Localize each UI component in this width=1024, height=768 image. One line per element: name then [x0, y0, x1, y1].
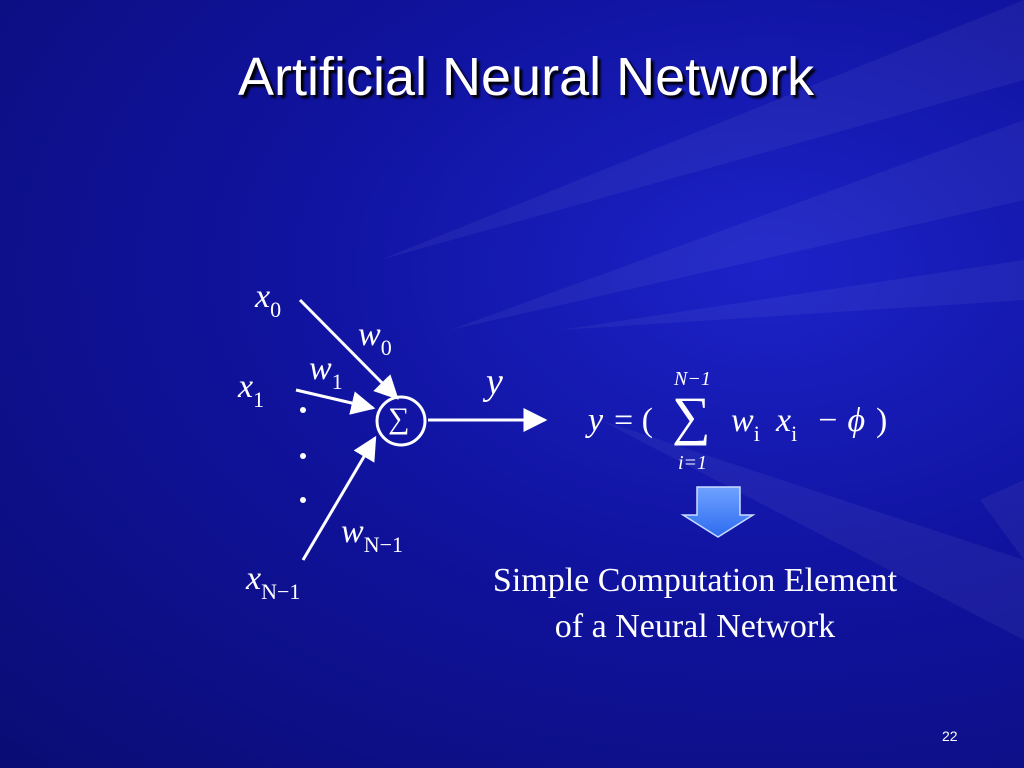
- input-edge-n: [301, 435, 377, 561]
- formula-x-sub: i: [791, 421, 798, 446]
- formula-lhs: y: [588, 402, 604, 439]
- input-x1-base: x: [238, 368, 254, 405]
- summation-symbol: ∑: [388, 402, 410, 435]
- weight-w0-sub: 0: [380, 335, 392, 360]
- weight-wn-sub: N−1: [363, 532, 403, 557]
- page-number: 22: [942, 728, 958, 744]
- ellipsis-dot: [300, 497, 306, 503]
- weight-wn: wN−1: [341, 513, 403, 557]
- weight-wn-base: w: [341, 513, 364, 550]
- weight-w1-sub: 1: [331, 369, 343, 394]
- input-edge-0: [298, 298, 399, 400]
- formula-minus-phi: − ϕ: [816, 402, 866, 439]
- input-xn: xN−1: [246, 560, 300, 604]
- input-x0-base: x: [255, 278, 271, 315]
- caption-line-2: of a Neural Network: [554, 608, 836, 645]
- weight-w0: w0: [358, 316, 392, 360]
- caption: Simple Computation Element of a Neural N…: [440, 558, 950, 650]
- output-label: y: [486, 361, 503, 403]
- formula-upper-limit: N−1: [674, 368, 711, 390]
- formula-equals-open: = (: [614, 402, 653, 439]
- ellipsis-dot: [300, 453, 306, 459]
- formula-term-w: wi: [731, 402, 760, 446]
- input-x0-sub: 0: [270, 297, 282, 322]
- weight-w1: w1: [309, 350, 343, 394]
- summation-node: [375, 395, 427, 447]
- input-x0: x0: [255, 278, 281, 322]
- formula-term-x: xi: [776, 402, 797, 446]
- ellipsis-dot: [300, 407, 306, 413]
- input-x1: x1: [238, 368, 264, 412]
- formula-x: x: [776, 402, 792, 439]
- input-x1-sub: 1: [253, 387, 265, 412]
- input-xn-sub: N−1: [261, 579, 301, 604]
- formula-w-sub: i: [753, 421, 760, 446]
- formula-w: w: [731, 402, 754, 439]
- slide-title: Artificial Neural Network: [238, 47, 815, 107]
- formula-sum-symbol: ∑: [672, 386, 711, 446]
- weight-w1-base: w: [309, 350, 332, 387]
- formula-close: ): [876, 402, 888, 439]
- caption-line-1: Simple Computation Element: [492, 562, 898, 599]
- down-arrow-icon: [680, 486, 756, 538]
- formula-lower-limit: i=1: [678, 452, 708, 474]
- input-xn-base: x: [246, 560, 262, 597]
- weight-w0-base: w: [358, 316, 381, 353]
- input-edge-1: [295, 388, 376, 415]
